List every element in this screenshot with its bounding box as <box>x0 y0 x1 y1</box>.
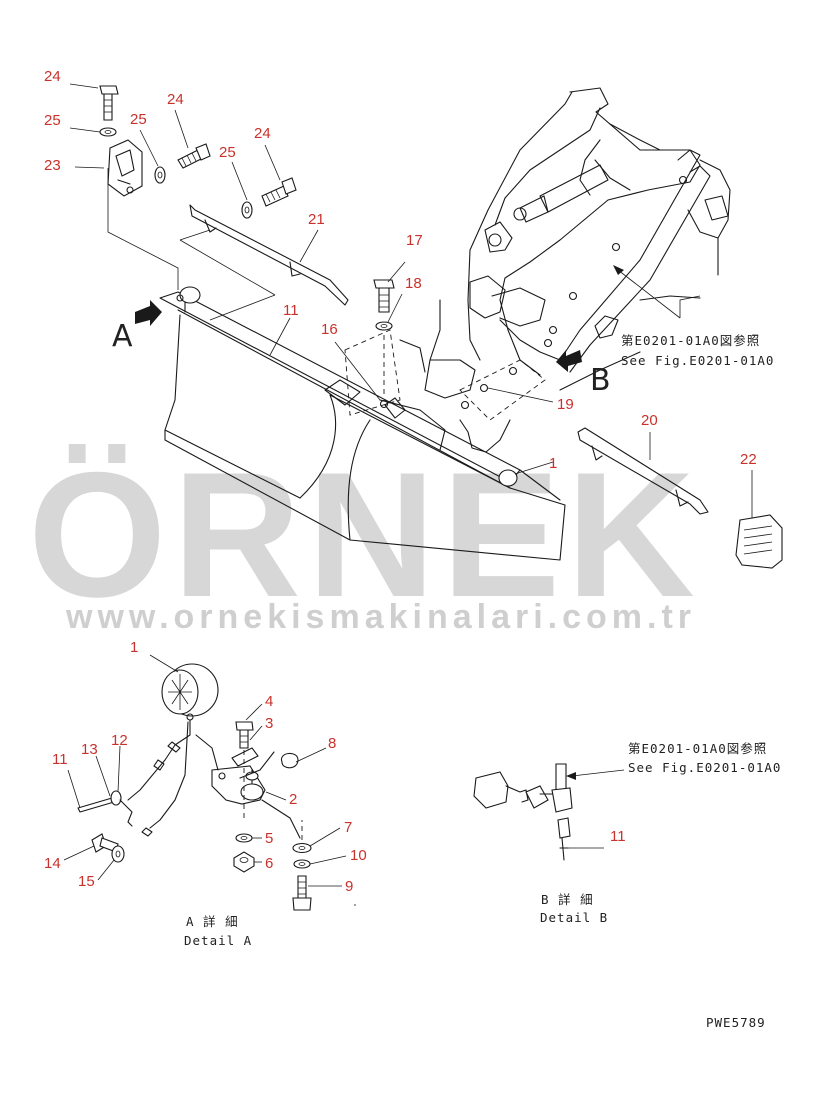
view-label-b: B <box>590 363 611 398</box>
watermark: ÖRNEK www.ornekismakinalari.com.tr <box>28 435 701 636</box>
callout-d7: 7 <box>344 819 352 836</box>
callout-d8: 8 <box>328 735 336 752</box>
detail-a-caption-en: Detail A <box>184 933 252 948</box>
callout-d2: 2 <box>289 791 297 808</box>
lamp-cover-22 <box>735 514 783 569</box>
callout-d3: 3 <box>265 715 273 732</box>
top-reference: 第E0201-01A0図参照 See Fig.E0201-01A0 <box>613 265 774 368</box>
top-reference-en: See Fig.E0201-01A0 <box>621 353 774 368</box>
callout-24b: 24 <box>167 91 184 108</box>
blade <box>159 286 566 561</box>
callout-24c: 24 <box>254 125 271 142</box>
detail-a: A 詳 細 Detail A <box>63 654 356 948</box>
callout-22: 22 <box>740 451 757 468</box>
detail-b: 第E0201-01A0図参照 See Fig.E0201-01A0 B 詳 細 … <box>473 741 781 925</box>
view-label-a: A <box>112 319 133 354</box>
callout-b11: 11 <box>610 828 626 845</box>
callout-d15: 15 <box>78 873 95 890</box>
callout-25a: 25 <box>44 112 61 129</box>
callout-d13: 13 <box>81 741 98 758</box>
callout-23: 23 <box>44 157 61 174</box>
callout-d12: 12 <box>111 732 128 749</box>
callout-d10: 10 <box>350 847 367 864</box>
detail-b-reference-en: See Fig.E0201-01A0 <box>628 760 781 775</box>
callout-d1: 1 <box>130 639 138 656</box>
callout-d6: 6 <box>265 855 273 872</box>
callout-25c: 25 <box>219 144 236 161</box>
callout-16: 16 <box>321 321 338 338</box>
callout-24a: 24 <box>44 68 61 85</box>
callout-20: 20 <box>641 412 658 429</box>
callout-19: 19 <box>557 396 574 413</box>
callout-d9: 9 <box>345 878 353 895</box>
callout-d4: 4 <box>265 693 273 710</box>
callout-11a: 11 <box>283 302 299 319</box>
callout-21: 21 <box>308 211 325 228</box>
callout-17: 17 <box>406 232 423 249</box>
detail-b-caption-en: Detail B <box>540 910 608 925</box>
bolt-17-group <box>373 279 395 398</box>
detail-b-caption-jp: B 詳 細 <box>541 892 594 907</box>
callouts: 24 25 23 24 25 24 25 21 11 17 18 16 19 1… <box>44 68 757 895</box>
callout-d5: 5 <box>265 830 273 847</box>
detail-b-reference-jp: 第E0201-01A0図参照 <box>628 741 767 756</box>
bracket-23-group <box>99 85 297 290</box>
loader-frame <box>399 87 731 453</box>
callout-25b: 25 <box>130 111 147 128</box>
tube-21 <box>179 204 349 321</box>
detail-a-caption-jp: A 詳 細 <box>186 914 239 929</box>
watermark-brand: ÖRNEK <box>28 435 701 634</box>
view-arrow-a: A <box>112 300 162 354</box>
figure-code: PWE5789 <box>706 1015 766 1030</box>
tube-20 <box>577 427 709 515</box>
view-arrow-b: B <box>556 350 611 398</box>
callout-18: 18 <box>405 275 422 292</box>
callout-1a: 1 <box>549 455 557 472</box>
top-reference-jp: 第E0201-01A0図参照 <box>621 333 760 348</box>
callout-d14: 14 <box>44 855 61 872</box>
top-leaders <box>69 83 753 518</box>
watermark-url: www.ornekismakinalari.com.tr <box>65 598 696 636</box>
callout-d11: 11 <box>52 751 68 768</box>
